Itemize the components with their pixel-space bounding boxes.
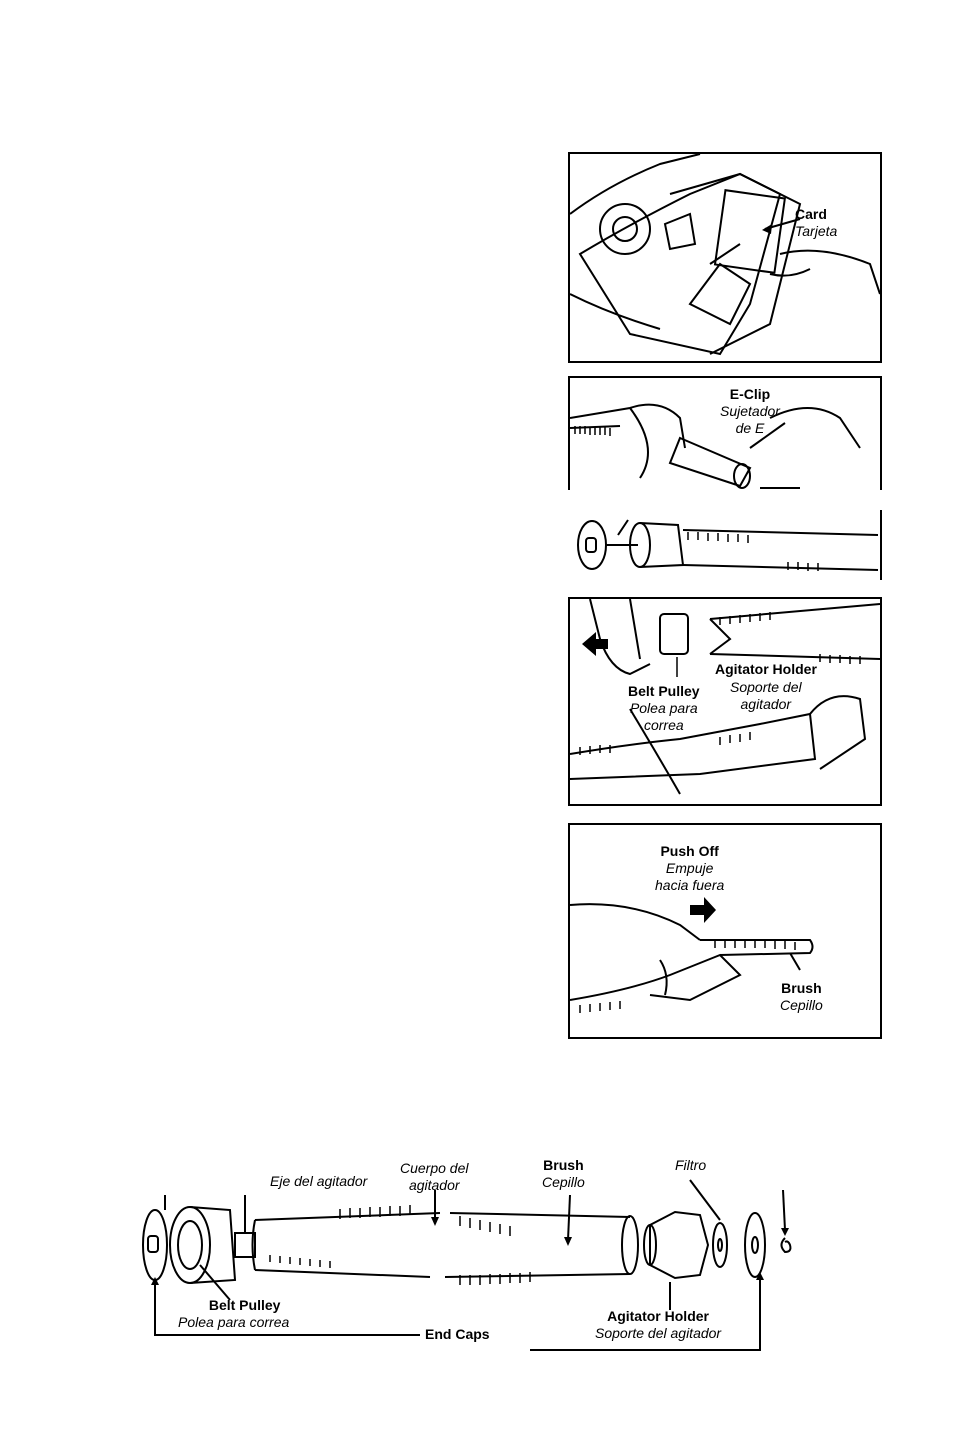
end-caps-label: End Caps [425,1326,490,1342]
exploded-agitator-holder-label: Agitator Holder [595,1308,721,1325]
brush-label-es: Cepillo [780,997,823,1014]
cuerpo-label-2: agitador [400,1177,469,1194]
filtro-label: Filtro [675,1157,706,1173]
card-label-es: Tarjeta [795,223,837,240]
belt-pulley-label: Belt Pulley [628,683,700,700]
agitator-holder-label-es-1: Soporte del [730,679,802,696]
agitator-holder-label-es-2: agitador [730,696,802,713]
eclip-label: E-Clip [720,386,780,403]
push-off-label: Push Off [655,843,724,860]
figure-pushoff-panel: Push Off Empuje hacia fuera Brush Cepill… [568,823,882,1039]
figure-eclip-panel: E-Clip Sujetador de E [568,376,882,490]
pulley-removal-illustration [570,599,880,804]
exploded-brush-label-es: Cepillo [542,1174,585,1191]
figure-pulley-panel: Agitator Holder Soporte del agitador Bel… [568,597,882,806]
eclip-label-es-1: Sujetador [720,403,780,420]
right-arrow-icon [690,897,716,923]
agitator-exploded-illustration [130,1140,810,1380]
figure-endcap-panel [568,510,882,580]
brush-label: Brush [780,980,823,997]
agitator-holder-label: Agitator Holder [715,661,817,678]
card-label: Card [795,206,837,223]
left-arrow-icon [582,632,608,656]
endcap-illustration [568,510,880,580]
exploded-brush-label: Brush [542,1157,585,1174]
agitator-exploded-diagram: Eje del agitador Cuerpo del agitador Bru… [130,1140,810,1380]
eje-label: Eje del agitador [270,1173,367,1189]
exploded-agitator-holder-label-es: Soporte del agitador [595,1325,721,1342]
exploded-belt-pulley-label: Belt Pulley [200,1297,289,1314]
vacuum-base-illustration [570,154,880,361]
belt-pulley-label-es-2: correa [628,717,700,734]
cuerpo-label-1: Cuerpo del [400,1160,469,1177]
push-off-label-es-2: hacia fuera [655,877,724,894]
push-off-label-es-1: Empuje [655,860,724,877]
brush-pushoff-illustration [570,825,880,1037]
belt-pulley-label-es-1: Polea para [628,700,700,717]
exploded-belt-pulley-label-es: Polea para correa [178,1314,289,1331]
eclip-label-es-2: de E [720,420,780,437]
figure-card-panel: Card Tarjeta [568,152,882,363]
